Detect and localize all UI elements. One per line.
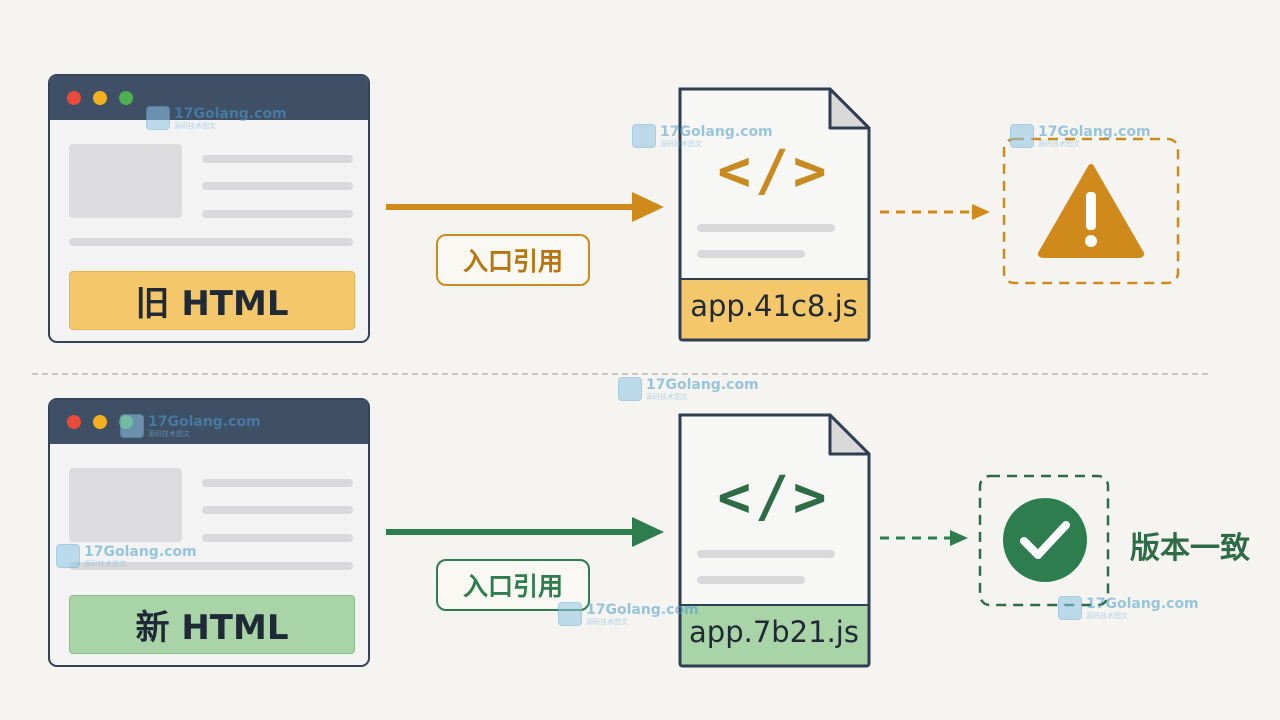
watermark-logo-icon <box>56 544 80 568</box>
new-dashed-arrow <box>880 530 968 546</box>
version-consistent-label: 版本一致 <box>1130 531 1250 566</box>
image-placeholder <box>69 468 182 542</box>
watermark-site: 17Golang.com <box>660 124 773 140</box>
watermark-logo-icon <box>632 124 656 148</box>
watermark-logo-icon <box>1058 596 1082 620</box>
old-browser-window: 旧 HTML <box>48 74 370 343</box>
watermark-tagline: 源码技术图文 <box>646 393 688 401</box>
check-circle-icon <box>1003 498 1087 582</box>
window-title-bar <box>50 76 368 120</box>
text-line <box>69 238 353 246</box>
new-html-label: 新 HTML <box>69 595 355 654</box>
new-browser-window: 新 HTML <box>48 398 370 667</box>
old-entry-reference-label: 入口引用 <box>436 234 590 286</box>
watermark-logo-icon <box>1010 124 1034 148</box>
new-solid-arrow <box>386 517 664 547</box>
code-icon: </> <box>717 465 831 530</box>
text-line <box>69 562 353 570</box>
watermark-tagline: 源码技术图文 <box>1038 140 1080 148</box>
watermark-site: 17Golang.com <box>1086 596 1199 612</box>
file-shape <box>678 87 871 342</box>
text-line <box>202 506 353 514</box>
close-dot-icon <box>67 415 81 429</box>
window-title-bar <box>50 400 368 444</box>
new-file-name: app.7b21.js <box>689 615 859 649</box>
watermark-site: 17Golang.com <box>586 602 699 618</box>
old-dashed-arrow <box>880 204 990 220</box>
old-html-label: 旧 HTML <box>69 271 355 330</box>
watermark-tagline: 源码技术图文 <box>174 122 216 130</box>
text-line <box>202 534 353 542</box>
text-line <box>202 155 353 163</box>
new-js-file: </> app.7b21.js <box>675 413 873 669</box>
watermark-logo-icon <box>558 602 582 626</box>
text-line <box>202 182 353 190</box>
watermark-site: 17Golang.com <box>646 377 759 393</box>
close-dot-icon <box>67 91 81 105</box>
watermark-tagline: 源码技术图文 <box>148 430 190 438</box>
code-icon: </> <box>717 139 831 204</box>
watermark-logo-icon <box>618 377 642 401</box>
minimize-dot-icon <box>93 91 107 105</box>
text-line <box>202 210 353 218</box>
watermark-logo-icon <box>120 414 144 438</box>
old-file-name: app.41c8.js <box>690 289 858 323</box>
image-placeholder <box>69 144 182 218</box>
watermark-tagline: 源码技术图文 <box>586 618 628 626</box>
watermark-logo-icon <box>146 106 170 130</box>
minimize-dot-icon <box>93 415 107 429</box>
file-shape <box>678 413 871 668</box>
watermark-site: 17Golang.com <box>84 544 197 560</box>
warning-icon <box>1037 164 1145 258</box>
warning-box <box>1002 137 1180 285</box>
section-divider <box>32 373 1208 375</box>
watermark-site: 17Golang.com <box>148 414 261 430</box>
watermark-tagline: 源码技术图文 <box>1086 612 1128 620</box>
check-box <box>978 474 1110 607</box>
watermark-site: 17Golang.com <box>174 106 287 122</box>
watermark-tagline: 源码技术图文 <box>84 560 126 568</box>
watermark-site: 17Golang.com <box>1038 124 1151 140</box>
old-js-file: </> app.41c8.js <box>675 87 873 343</box>
text-line <box>202 479 353 487</box>
watermark-tagline: 源码技术图文 <box>660 140 702 148</box>
old-solid-arrow <box>386 192 664 222</box>
maximize-dot-icon <box>119 91 133 105</box>
